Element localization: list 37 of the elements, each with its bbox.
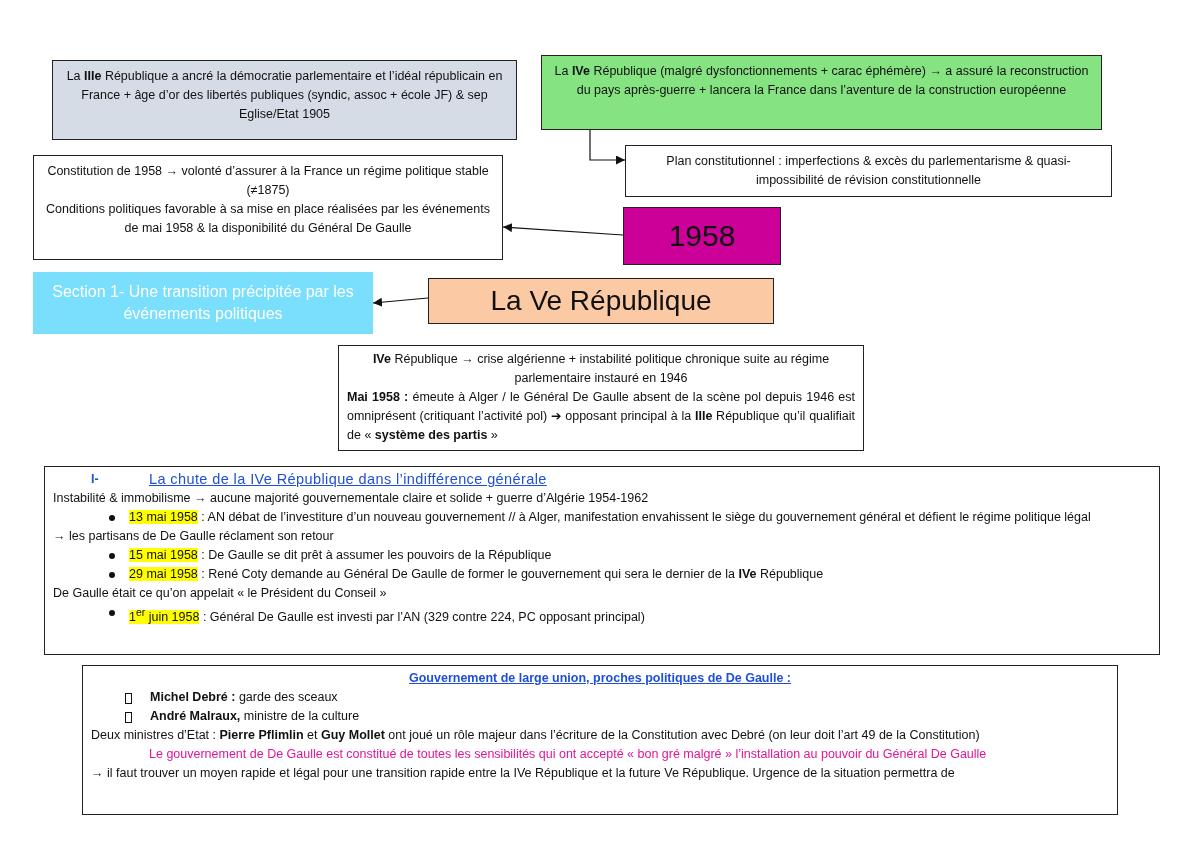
text-box (33, 155, 503, 260)
box-text: → il faut trouver un moyen rapide et légal pour une transition rapide entre la IVe République et la future Ve République. Urgence de la situation permettra de (91, 765, 956, 782)
text-box (52, 60, 517, 140)
text-box (541, 55, 1102, 130)
arrow (589, 129, 626, 165)
box-text: Instabilité & immobilisme → aucune majorité gouvernementale claire et solide + guerre d’Algérie 1954-1962 (53, 490, 650, 507)
box-text: → les partisans de De Gaulle réclament son retour (53, 528, 335, 545)
section-heading: La chute de la IVe République dans l’indifférence générale (149, 470, 547, 489)
text-box (338, 345, 864, 451)
arrow (372, 297, 429, 307)
box-text: Section 1- Une transition précipitée par les événements politiques (51, 282, 355, 324)
box-text: Mai 1958 : émeute à Alger / le Général De Gaulle absent de la scène pol depuis 1946 est omniprésent (critiquant l’activité pol) ➔ opposant principal à la IIIe République qu’il qualifiait de « système des partis » (347, 389, 855, 444)
box-text: La IIIe République a ancré la démocratie parlementaire et l’idéal républicain en France + âge d’or des libertés publiques (syndic, assoc + école JF) & sep Eglise/Etat 1905 (65, 68, 504, 123)
panel-heading: Gouvernement de large union, proches politiques de De Gaulle : (408, 670, 792, 687)
section-box (33, 272, 373, 334)
box-text: 1958 (667, 218, 737, 254)
bullet-text: 15 mai 1958 : De Gaulle se dit prêt à assumer les pouvoirs de la République (129, 547, 552, 564)
box-text: La Ve République (489, 284, 713, 318)
box-text: Deux ministres d’Etat : Pierre Pflimlin et Guy Mollet ont joué un rôle majeur dans l’écriture de la Constitution avec Debré (on leur doit l’art 49 de la Constitution) (91, 727, 981, 744)
box-text: De Gaulle était ce qu’on appelait « le Président du Conseil » (53, 585, 388, 602)
box-text: Plan constitutionnel : imperfections & excès du parlementarisme & quasi-impossibilité de révision constitutionnelle (665, 153, 1072, 189)
arrow (502, 223, 624, 236)
box-text: Le gouvernement de De Gaulle est constitué de toutes les sensibilités qui ont accepté « bon gré malgré » l’installation au pouvoir du Général De Gaulle (148, 746, 988, 763)
box-text: La IVe République (malgré dysfonctionnements + carac éphémère) → a assuré la reconstruction du pays après-guerre + lancera la France dans l’aventure de la construction européenne (553, 63, 1090, 99)
text-box (625, 145, 1112, 197)
bullet-text: 13 mai 1958 : AN débat de l’investiture d’un nouveau gouvernement // à Alger, manifestation envahissent le siège du gouvernement général et défient le régime politique légal (129, 509, 1091, 526)
section-panel (44, 466, 1160, 655)
bullet-text: 29 mai 1958 : René Coty demande au Général De Gaulle de former le gouvernement qui sera le dernier de la IVe République (129, 566, 824, 583)
bullet-text: 1$^{er}$ juin 1958 : Général De Gaulle est investi par l’AN (329 contre 224, PC opposant principal) (129, 606, 645, 627)
title-box (428, 278, 774, 324)
bullet-text: André Malraux, ministre de la culture (150, 708, 360, 725)
text-panel (82, 665, 1118, 815)
bullet-text: Michel Debré : garde des sceaux (150, 689, 338, 706)
list-number: I- (91, 471, 100, 488)
box-text: Conditions politiques favorable à sa mise en place réalisées par les événements de mai 1958 & la disponibilité du Général De Gaulle (45, 201, 491, 237)
year-box (623, 207, 781, 265)
box-text: Constitution de 1958 → volonté d’assurer à la France un régime politique stable (≠1875) (46, 163, 490, 199)
